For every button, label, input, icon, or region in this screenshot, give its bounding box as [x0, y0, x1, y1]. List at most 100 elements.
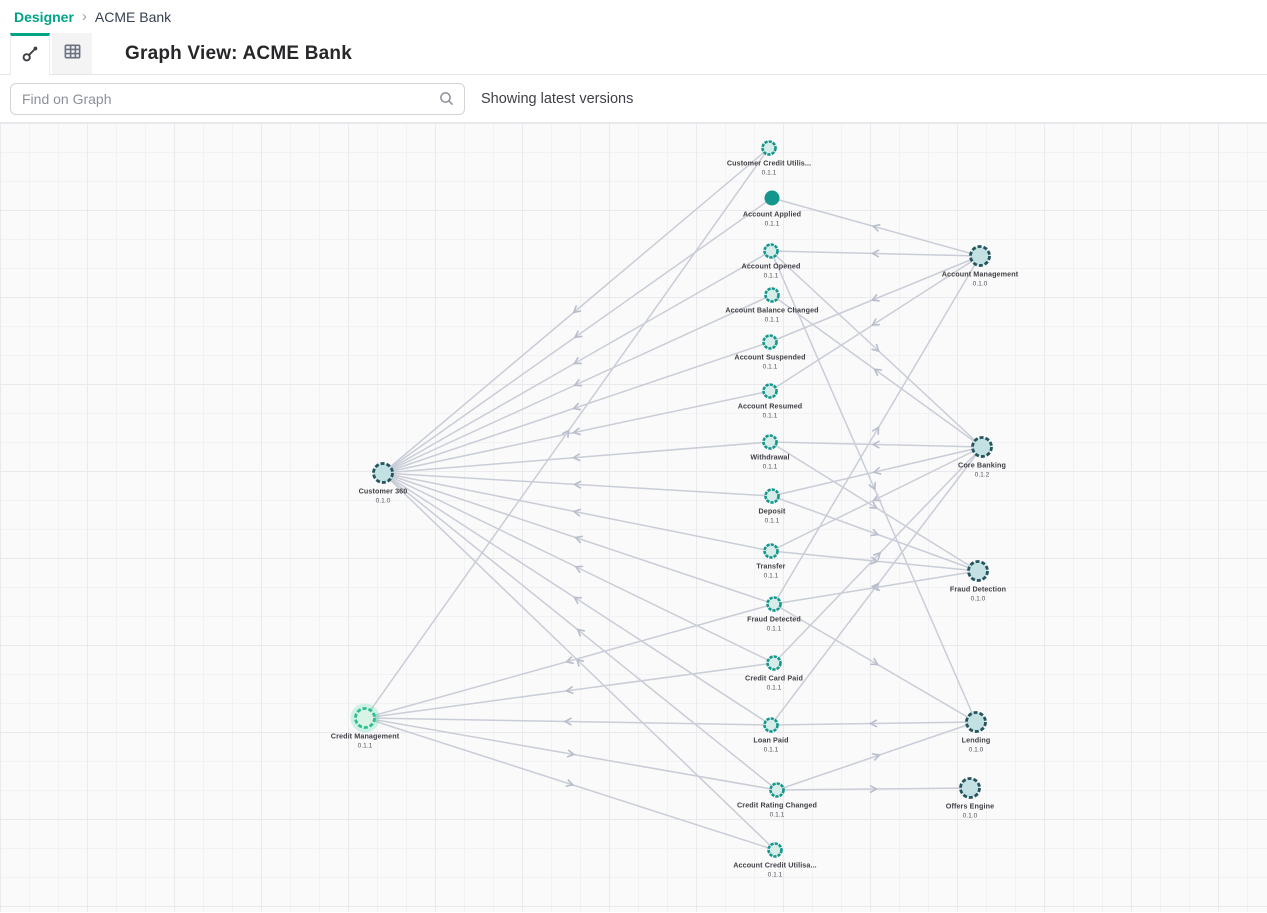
- node-circle[interactable]: [967, 560, 989, 582]
- node-circle[interactable]: [959, 777, 981, 799]
- graph-node-credit_card_paid[interactable]: Credit Card Paid 0.1.1: [745, 655, 803, 692]
- graph-edge: [382, 472, 772, 726]
- graph-edge: [382, 390, 771, 474]
- table-view-icon: [63, 42, 82, 66]
- node-label: Account Balance Changed: [725, 306, 818, 315]
- graph-edge: [769, 440, 983, 449]
- node-circle[interactable]: [965, 711, 987, 733]
- graph-edge: [382, 147, 770, 474]
- node-version: 0.1.1: [764, 747, 779, 754]
- node-version: 0.1.1: [767, 685, 782, 692]
- latest-versions-status: Showing latest versions: [481, 90, 634, 107]
- graph-edge: [382, 472, 775, 664]
- node-label: Account Credit Utilisa...: [733, 861, 817, 870]
- graph-edge: [771, 197, 981, 257]
- graph-edge: [770, 446, 983, 552]
- node-circle[interactable]: [354, 707, 376, 729]
- graph-edge: [771, 294, 983, 448]
- node-circle[interactable]: [763, 717, 779, 733]
- graph-edge: [769, 441, 979, 572]
- graph-node-account_credit_utilisation[interactable]: Account Credit Utilisa...0.1.1: [733, 842, 817, 879]
- node-label: Withdrawal: [750, 453, 789, 462]
- graph-edge: [770, 250, 983, 448]
- node-circle[interactable]: [764, 190, 780, 206]
- node-circle[interactable]: [762, 334, 778, 350]
- node-circle[interactable]: [372, 462, 394, 484]
- node-label: Loan Paid: [753, 736, 788, 745]
- node-label: Account Management: [942, 270, 1019, 279]
- node-version: 0.1.1: [763, 413, 778, 420]
- graph-edge: [776, 784, 971, 794]
- node-label: Credit Card Paid: [745, 674, 803, 683]
- node-label: Core Banking: [958, 461, 1006, 470]
- node-circle[interactable]: [762, 434, 778, 450]
- graph-edge: [364, 603, 775, 719]
- graph-view-icon: [21, 44, 40, 68]
- node-version: 0.1.1: [358, 743, 373, 750]
- graph-edge: [769, 255, 981, 392]
- node-circle[interactable]: [762, 383, 778, 399]
- graph-edge: [771, 495, 979, 572]
- node-version: 0.1.1: [765, 317, 780, 324]
- graph-node-customer_credit_utilisation[interactable]: Customer Credit Utilis...0.1.1: [727, 140, 811, 177]
- graph-edge: [382, 472, 772, 552]
- graph-edge: [364, 662, 775, 719]
- node-circle[interactable]: [761, 140, 777, 156]
- node-circle[interactable]: [766, 596, 782, 612]
- node-label: Transfer: [756, 562, 785, 571]
- graph-edge: [770, 719, 977, 728]
- graph-edge: [364, 717, 776, 851]
- graph-node-account_resumed[interactable]: Account Resumed 0.1.1: [738, 383, 803, 420]
- node-circle[interactable]: [763, 243, 779, 259]
- tab-graph-view[interactable]: [10, 33, 50, 75]
- node-label: Fraud Detection: [950, 585, 1006, 594]
- node-label: Offers Engine: [946, 802, 994, 811]
- node-circle[interactable]: [766, 655, 782, 671]
- node-circle[interactable]: [764, 488, 780, 504]
- node-circle[interactable]: [769, 782, 785, 798]
- graph-edge: [771, 446, 983, 497]
- graph-edge: [773, 603, 977, 723]
- node-version: 0.1.1: [767, 626, 782, 633]
- graph-edge: [773, 446, 983, 664]
- node-version: 0.1.1: [764, 273, 779, 280]
- node-circle[interactable]: [971, 436, 993, 458]
- node-version: 0.1.0: [376, 498, 391, 505]
- graph-edge: [770, 249, 981, 258]
- page-title: Graph View: ACME Bank: [125, 42, 352, 64]
- node-circle[interactable]: [764, 287, 780, 303]
- node-label: Account Resumed: [738, 402, 803, 411]
- node-label: Account Suspended: [734, 353, 805, 362]
- graph-node-account_balance_changed[interactable]: Account Balance Changed 0.1.1: [725, 287, 819, 324]
- node-version: 0.1.1: [763, 464, 778, 471]
- node-circle[interactable]: [767, 842, 783, 858]
- graph-edge: [382, 341, 771, 474]
- graph-node-withdrawal[interactable]: Withdrawal 0.1.1: [750, 434, 790, 471]
- tab-table-view[interactable]: [52, 33, 92, 74]
- node-circle[interactable]: [763, 543, 779, 559]
- node-version: 0.1.1: [770, 812, 785, 819]
- breadcrumb-designer-link[interactable]: Designer: [14, 8, 74, 25]
- tab-bar: Graph View: ACME Bank: [0, 33, 1267, 75]
- graph-edge: [364, 717, 778, 791]
- search-input[interactable]: [10, 82, 465, 115]
- node-label: Deposit: [758, 507, 786, 516]
- graph-node-loan_paid[interactable]: Loan Paid 0.1.1: [753, 717, 789, 754]
- node-circle[interactable]: [969, 245, 991, 267]
